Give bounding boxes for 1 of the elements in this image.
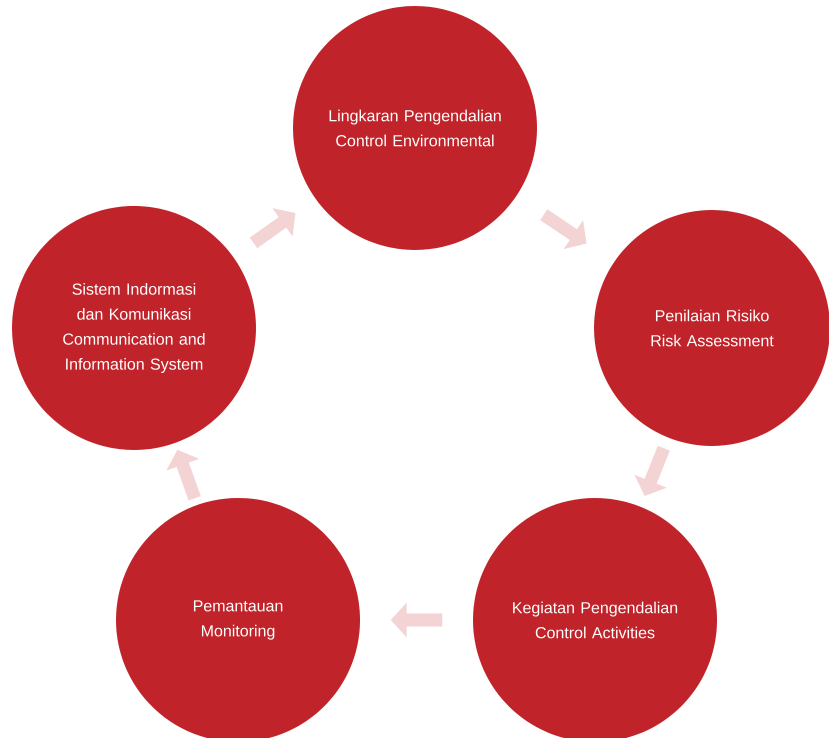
block-arrow xyxy=(250,208,296,248)
